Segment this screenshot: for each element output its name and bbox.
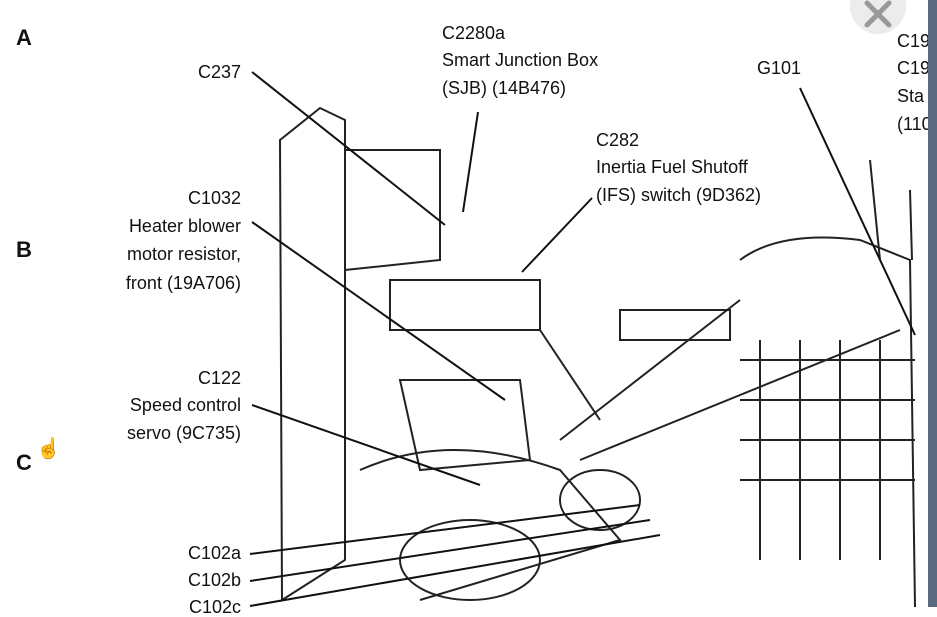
label-right-2: C19 (897, 58, 931, 78)
label-right-1: C19 (897, 31, 931, 51)
label-c122-desc2: servo (9C735) (126, 423, 241, 443)
leader-c282 (521, 197, 593, 273)
leader-lines (249, 71, 916, 607)
label-c1032: C1032 (187, 188, 241, 208)
label-c102a: C102a (187, 543, 241, 563)
label-g101: G101 (757, 58, 802, 78)
hand-pointer-icon: ☝ (36, 438, 61, 460)
radiator-outline (278, 106, 346, 602)
close-button[interactable] (850, 0, 906, 34)
label-c237: C237 (197, 62, 241, 82)
label-c102c: C102c (188, 597, 241, 617)
label-c282-desc2: (IFS) switch (9D362) (596, 185, 762, 205)
leader-c102b (249, 519, 651, 582)
label-c1032-desc3: front (19A706) (125, 273, 241, 293)
leader-c237 (251, 71, 446, 226)
window-edge (928, 0, 937, 607)
section-a: A (16, 25, 32, 50)
leader-c122 (251, 404, 481, 486)
close-icon (864, 0, 892, 28)
label-c122: C122 (197, 368, 241, 388)
label-c102b: C102b (187, 570, 241, 590)
leader-c102a (249, 504, 641, 555)
leader-c1032 (251, 221, 506, 401)
label-right-3: Sta (897, 86, 925, 106)
label-right-4: (110 (897, 114, 932, 134)
label-c2280a-desc1: Smart Junction Box (442, 50, 599, 70)
label-c282-desc1: Inertia Fuel Shutoff (596, 157, 748, 177)
label-c1032-desc1: Heater blower (128, 216, 241, 236)
leader-g101 (799, 87, 916, 336)
label-c282: C282 (596, 130, 640, 150)
leader-c2280a (462, 111, 479, 213)
label-c2280a: C2280a (442, 23, 506, 43)
label-c1032-desc2: motor resistor, (126, 244, 241, 264)
leader-c102c (249, 534, 661, 607)
label-c2280a-desc2: (SJB) (14B476) (442, 78, 567, 98)
section-b: B (16, 237, 32, 262)
section-c: C (16, 450, 32, 475)
label-c122-desc1: Speed control (129, 395, 241, 415)
